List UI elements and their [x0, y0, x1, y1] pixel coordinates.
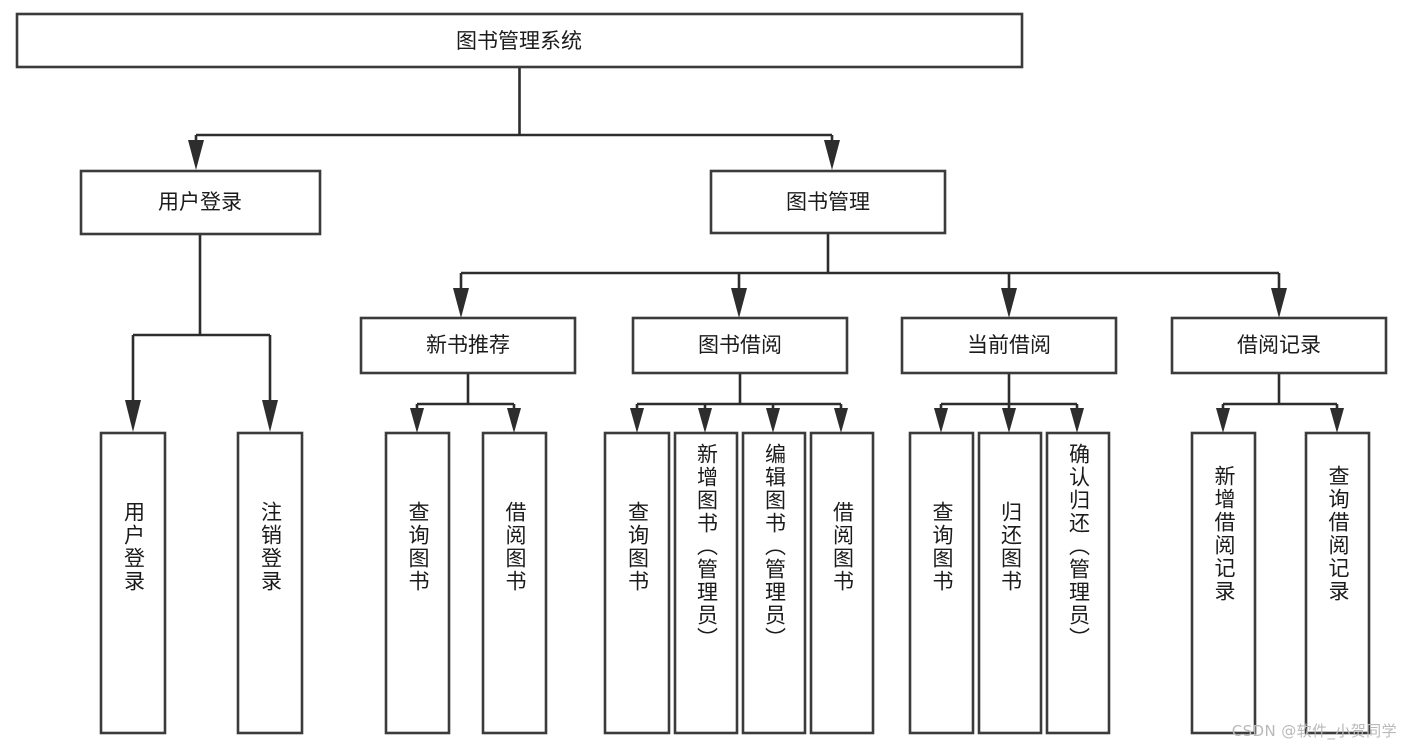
arrow-head-to-book-manage — [824, 140, 840, 170]
leaf-node-query-book-1[interactable] — [384, 431, 451, 735]
node-root-label: 图书管理系统 — [456, 29, 582, 53]
leaf-user-login-box[interactable] — [99, 431, 167, 735]
node-book-borrow-box[interactable] — [631, 316, 849, 375]
arrow-head-leaf-add-record — [1216, 408, 1230, 433]
node-user-login-box[interactable] — [79, 169, 322, 236]
leaf-node-confirm-return[interactable] — [1045, 431, 1111, 735]
leaf-query-book-3-box[interactable] — [908, 431, 975, 735]
node-user-login-label: 用户登录 — [158, 190, 242, 214]
arrow-head-leaf-user-login — [125, 400, 141, 432]
node-new-book-rec-label: 新书推荐 — [426, 333, 510, 357]
leaf-node-add-record[interactable] — [1190, 431, 1257, 735]
leaf-node-query-book-2[interactable] — [603, 431, 671, 735]
leaf-confirm-return-box[interactable] — [1045, 431, 1111, 735]
watermark-text: CSDN @软件_小贺同学 — [1231, 722, 1397, 740]
arrow-head-to-user-login — [188, 140, 204, 170]
arrow-head-borrow-record — [1271, 288, 1287, 318]
leaf-borrow-book-1-box[interactable] — [481, 431, 548, 735]
arrow-head-leaf-return-book — [1002, 408, 1016, 433]
arrow-head-leaf-query-record — [1330, 408, 1344, 433]
node-book-borrow[interactable]: 图书借阅 — [631, 316, 849, 375]
arrow-head-leaf-borrow-book-1 — [507, 408, 521, 433]
node-current-borrow[interactable]: 当前借阅 — [900, 316, 1118, 375]
leaf-node-borrow-book-1[interactable] — [481, 431, 548, 735]
arrow-head-leaf-query-book-2 — [630, 408, 644, 433]
leaf-query-record-box[interactable] — [1304, 431, 1371, 735]
leaf-node-return-book[interactable] — [977, 431, 1043, 735]
node-book-manage-label: 图书管理 — [786, 190, 870, 214]
leaf-borrow-book-2-box[interactable] — [809, 431, 875, 735]
node-borrow-record-label: 借阅记录 — [1237, 333, 1321, 357]
arrow-head-book-borrow — [731, 288, 747, 318]
connector-group-book-manage — [453, 233, 1287, 318]
arrow-head-leaf-edit-book — [766, 408, 780, 433]
leaf-add-record-box[interactable] — [1190, 431, 1257, 735]
leaf-node-add-book[interactable] — [673, 431, 739, 735]
node-book-manage-box[interactable] — [709, 169, 947, 235]
connector-group-user-login — [125, 234, 278, 432]
node-new-book-rec[interactable]: 新书推荐 — [359, 316, 577, 375]
node-root[interactable]: 图书管理系统 — [15, 12, 1024, 69]
leaf-node-user-logout[interactable] — [236, 431, 304, 735]
connector-group-book-borrow — [630, 373, 848, 433]
node-book-borrow-label: 图书借阅 — [698, 333, 782, 357]
node-new-book-rec-box[interactable] — [359, 316, 577, 375]
leaf-node-user-login[interactable] — [99, 431, 167, 735]
leaf-query-book-1-box[interactable] — [384, 431, 451, 735]
node-borrow-record[interactable]: 借阅记录 — [1170, 316, 1388, 375]
node-current-borrow-label: 当前借阅 — [967, 333, 1051, 357]
leaf-node-borrow-book-2[interactable] — [809, 431, 875, 735]
connector-group-root — [188, 67, 840, 170]
arrow-head-leaf-query-book-3 — [934, 408, 948, 433]
arrow-head-leaf-borrow-book-2 — [834, 408, 848, 433]
node-book-manage[interactable]: 图书管理 — [709, 169, 947, 235]
leaf-add-book-box[interactable] — [673, 431, 739, 735]
connector-group-current-borrow — [934, 373, 1084, 433]
leaf-edit-book-box[interactable] — [741, 431, 807, 735]
leaf-node-query-record[interactable] — [1304, 431, 1371, 735]
leaf-node-edit-book[interactable] — [741, 431, 807, 735]
arrow-head-leaf-confirm-return — [1070, 408, 1084, 433]
arrow-head-leaf-query-book-1 — [410, 408, 424, 433]
node-user-login[interactable]: 用户登录 — [79, 169, 322, 236]
node-borrow-record-box[interactable] — [1170, 316, 1388, 375]
arrow-head-leaf-user-logout — [262, 400, 278, 432]
leaf-query-book-2-box[interactable] — [603, 431, 671, 735]
connector-group-borrow-record — [1216, 373, 1344, 433]
arrow-head-new-book-rec — [453, 288, 469, 318]
arrow-head-current-borrow — [1001, 288, 1017, 318]
leaf-node-query-book-3[interactable] — [908, 431, 975, 735]
arrow-head-leaf-add-book — [698, 408, 712, 433]
node-current-borrow-box[interactable] — [900, 316, 1118, 375]
connector-group-new-book-rec — [410, 373, 521, 433]
node-root-box[interactable] — [15, 12, 1024, 69]
leaf-user-logout-box[interactable] — [236, 431, 304, 735]
leaf-return-book-box[interactable] — [977, 431, 1043, 735]
